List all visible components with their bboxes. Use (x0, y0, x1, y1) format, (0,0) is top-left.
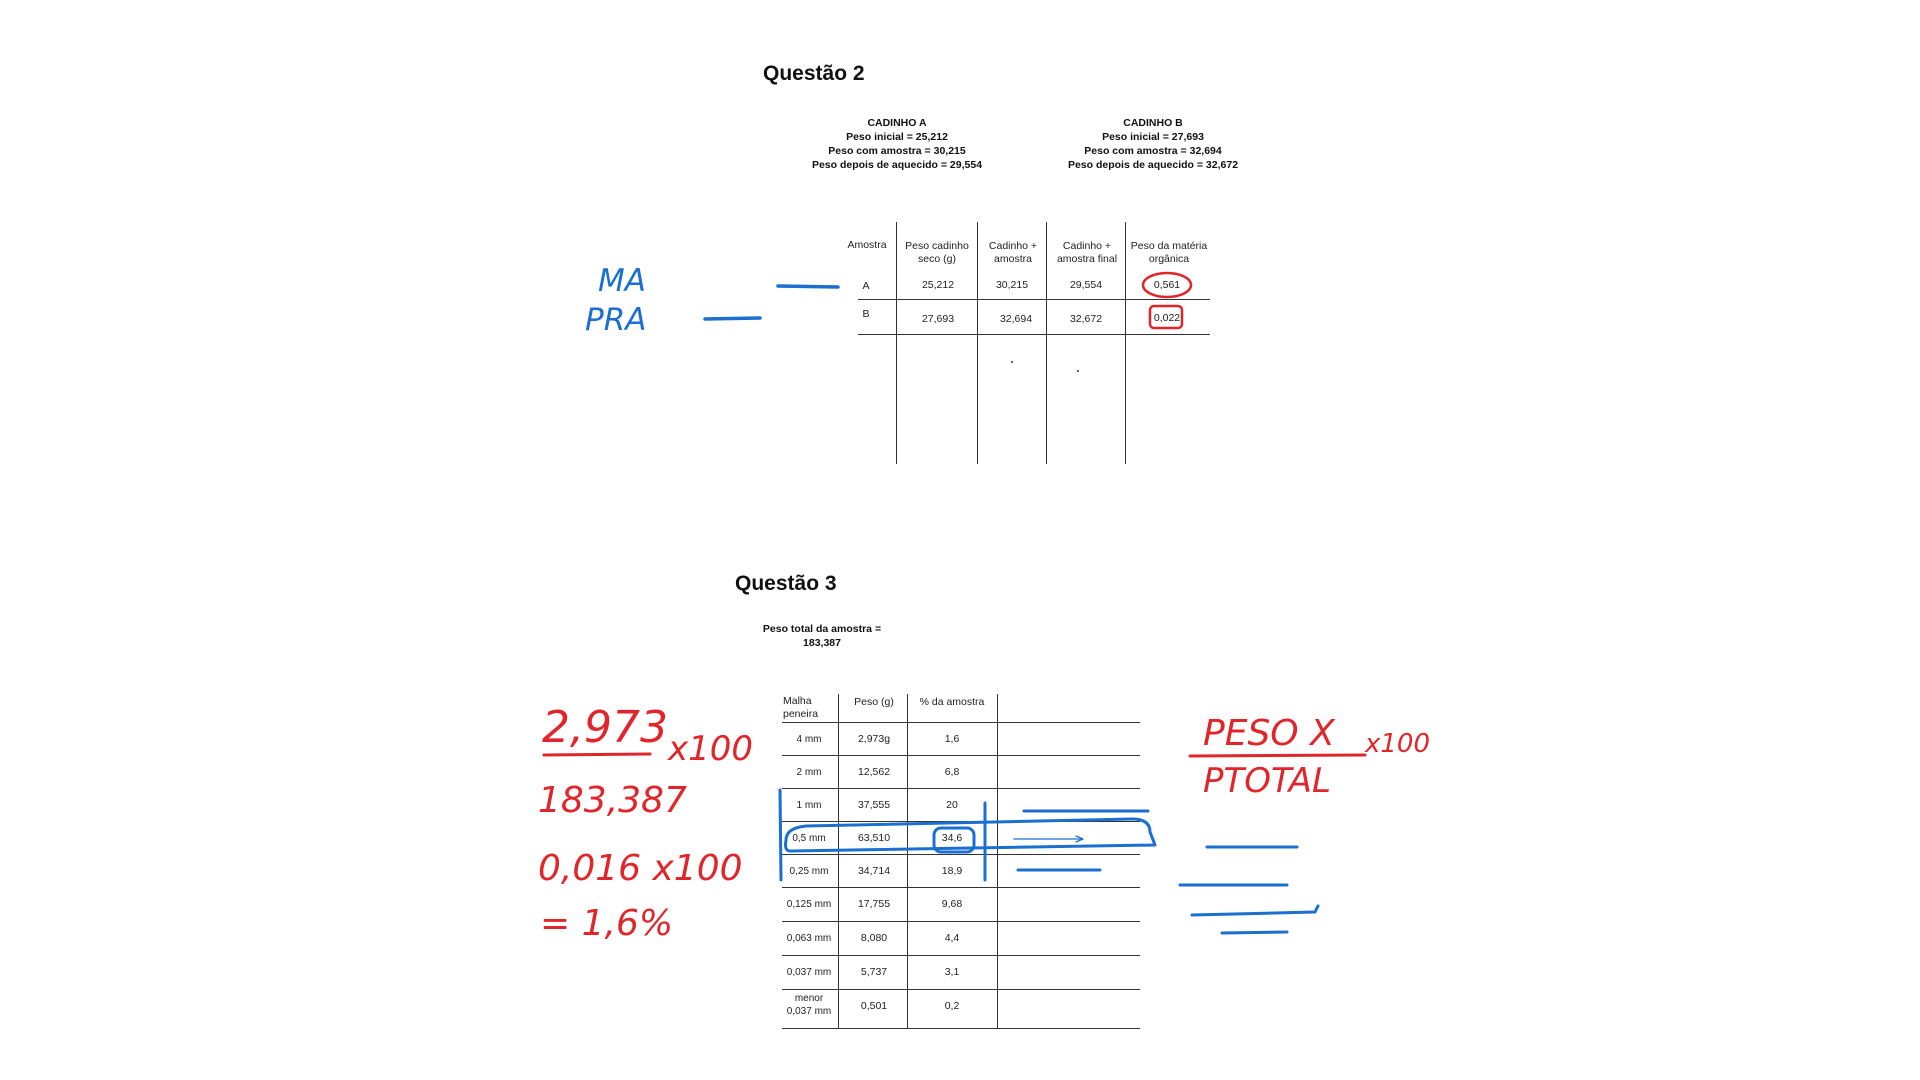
hw-formula-times: x100 (1364, 729, 1430, 759)
table2-hline (858, 334, 1210, 335)
hw-formula-top: PESO X (1203, 713, 1336, 754)
table3-row-9-percent: 0,2 (944, 1000, 960, 1012)
table3-row-4-peso: 63,510 (857, 832, 891, 844)
table3-row-1-malha: 4 mm (796, 734, 822, 745)
table3-row-3-peso: 37,555 (857, 799, 891, 811)
table3-row-1-peso: 2,973g (857, 733, 891, 745)
table3-row-3-malha: 1 mm (796, 800, 822, 811)
table2-row-b-materia: 0,022 (1153, 312, 1181, 324)
table3-hline (782, 755, 1140, 756)
questao3-title: Questão 3 (735, 572, 837, 595)
table3-vline (838, 694, 839, 1028)
table3-row-5-peso: 34,714 (857, 865, 891, 877)
hw-denominator: 183,387 (538, 780, 687, 821)
red-ink-left (542, 752, 652, 757)
table2-row-b-cadinho-amostra: 32,694 (999, 313, 1033, 325)
table3-hline (782, 1028, 1140, 1029)
table3-hline (782, 854, 1140, 855)
cadinho-b-peso-depois: Peso depois de aquecido = 32,672 (1067, 159, 1239, 171)
table2-vline (1046, 222, 1047, 464)
cadinho-b-name: CADINHO B (1123, 117, 1183, 129)
table2-vline (977, 222, 978, 464)
table3-vline (907, 694, 908, 1028)
table3-row-8-peso: 5,737 (860, 966, 888, 978)
table3-hline (782, 887, 1140, 888)
table2-row-a-peso: 25,212 (921, 279, 955, 291)
table3-row-7-malha: 0,063 mm (786, 933, 832, 944)
table2-row-a-cadinho-amostra: 30,215 (995, 279, 1029, 291)
table3-hline (782, 821, 1140, 822)
table3-row-2-peso: 12,562 (857, 766, 891, 778)
table3-hline (782, 788, 1140, 789)
table2-header-peso-cadinho: Peso cadinho seco (g) (905, 240, 969, 265)
table3-row-2-percent: 6,8 (944, 766, 960, 778)
blue-ink-left (703, 284, 840, 321)
table3-row-3-percent: 20 (946, 799, 958, 811)
table3-hline (782, 921, 1140, 922)
stray-dot (1077, 370, 1079, 372)
hw-times-100: x100 (667, 729, 753, 769)
table3-row-1-percent: 1,6 (944, 733, 960, 745)
hw-numerator: 2,973 (542, 702, 668, 753)
table3-hline (782, 722, 1140, 723)
table2-header-peso-materia: Peso da matéria orgânica (1130, 240, 1208, 265)
blue-ink-text: MA PRA (585, 263, 646, 338)
peso-total-label: Peso total da amostra = (762, 623, 882, 635)
peso-total-amostra: Peso total da amostra = 183,387 (742, 622, 902, 650)
table3-row-4-malha: 0,5 mm (792, 833, 826, 844)
blue-arrow (1013, 835, 1084, 843)
hw-formula-bottom: PTOTAL (1203, 761, 1331, 801)
hw-result: = 1,6% (540, 903, 673, 944)
table3-hline (782, 955, 1140, 956)
table3-row-4-percent: 34,6 (941, 832, 963, 844)
hw-ma: MA (598, 263, 646, 299)
table3-row-5-malha: 0,25 mm (789, 866, 829, 877)
peso-total-value: 183,387 (803, 637, 841, 649)
table3-header-percent: % da amostra (919, 696, 985, 708)
table3-row-8-malha: 0,037 mm (786, 967, 832, 978)
table3-row-5-percent: 18,9 (941, 865, 963, 877)
cadinho-a-peso-depois: Peso depois de aquecido = 29,554 (811, 159, 983, 171)
hw-pra: PRA (585, 302, 646, 338)
table2-row-a-amostra: A (862, 280, 870, 292)
hw-step: 0,016 x100 (538, 848, 743, 889)
cadinho-a-info: CADINHO A Peso inicial = 25,212 Peso com… (782, 116, 1012, 172)
table3-row-6-malha: 0,125 mm (786, 899, 832, 910)
cadinho-a-peso-inicial: Peso inicial = 25,212 (846, 131, 948, 143)
table2-header-amostra: Amostra (847, 239, 887, 251)
table2-row-a-final: 29,554 (1069, 279, 1103, 291)
red-ink-right (1188, 753, 1367, 758)
cadinho-a-peso-com-amostra: Peso com amostra = 30,215 (828, 145, 966, 157)
table3-row-9-peso: 0,501 (860, 1000, 888, 1012)
table2-vline (896, 222, 897, 464)
table2-row-b-final: 32,672 (1069, 313, 1103, 325)
table3-header-peso: Peso (g) (854, 696, 894, 708)
table3-row-2-malha: 2 mm (796, 767, 822, 778)
table3-row-6-percent: 9,68 (941, 898, 963, 910)
cadinho-a-name: CADINHO A (867, 117, 927, 129)
table3-row-6-peso: 17,755 (857, 898, 891, 910)
table3-hline (782, 989, 1140, 990)
table3-row-8-percent: 3,1 (944, 966, 960, 978)
table3-vline (997, 694, 998, 1028)
table3-row-9-malha: menor 0,037 mm (786, 993, 832, 1017)
table2-row-b-peso: 27,693 (921, 313, 955, 325)
cadinho-b-peso-com-amostra: Peso com amostra = 32,694 (1084, 145, 1222, 157)
table2-header-cadinho-amostra-final: Cadinho + amostra final (1056, 240, 1118, 265)
table2-vline (1125, 222, 1126, 464)
cadinho-b-peso-inicial: Peso inicial = 27,693 (1102, 131, 1204, 143)
table2-row-a-materia: 0,561 (1153, 279, 1181, 291)
stray-dot (1011, 361, 1013, 363)
questao2-title: Questão 2 (763, 62, 865, 85)
table3-row-7-percent: 4,4 (944, 932, 960, 944)
table3-row-7-peso: 8,080 (860, 932, 888, 944)
table2-row-b-amostra: B (862, 308, 870, 320)
table3-header-malha: Malha peneira (783, 695, 819, 720)
cadinho-b-info: CADINHO B Peso inicial = 27,693 Peso com… (1038, 116, 1268, 172)
table2-header-cadinho-amostra: Cadinho + amostra (988, 240, 1038, 265)
table2-hline (858, 299, 1210, 300)
